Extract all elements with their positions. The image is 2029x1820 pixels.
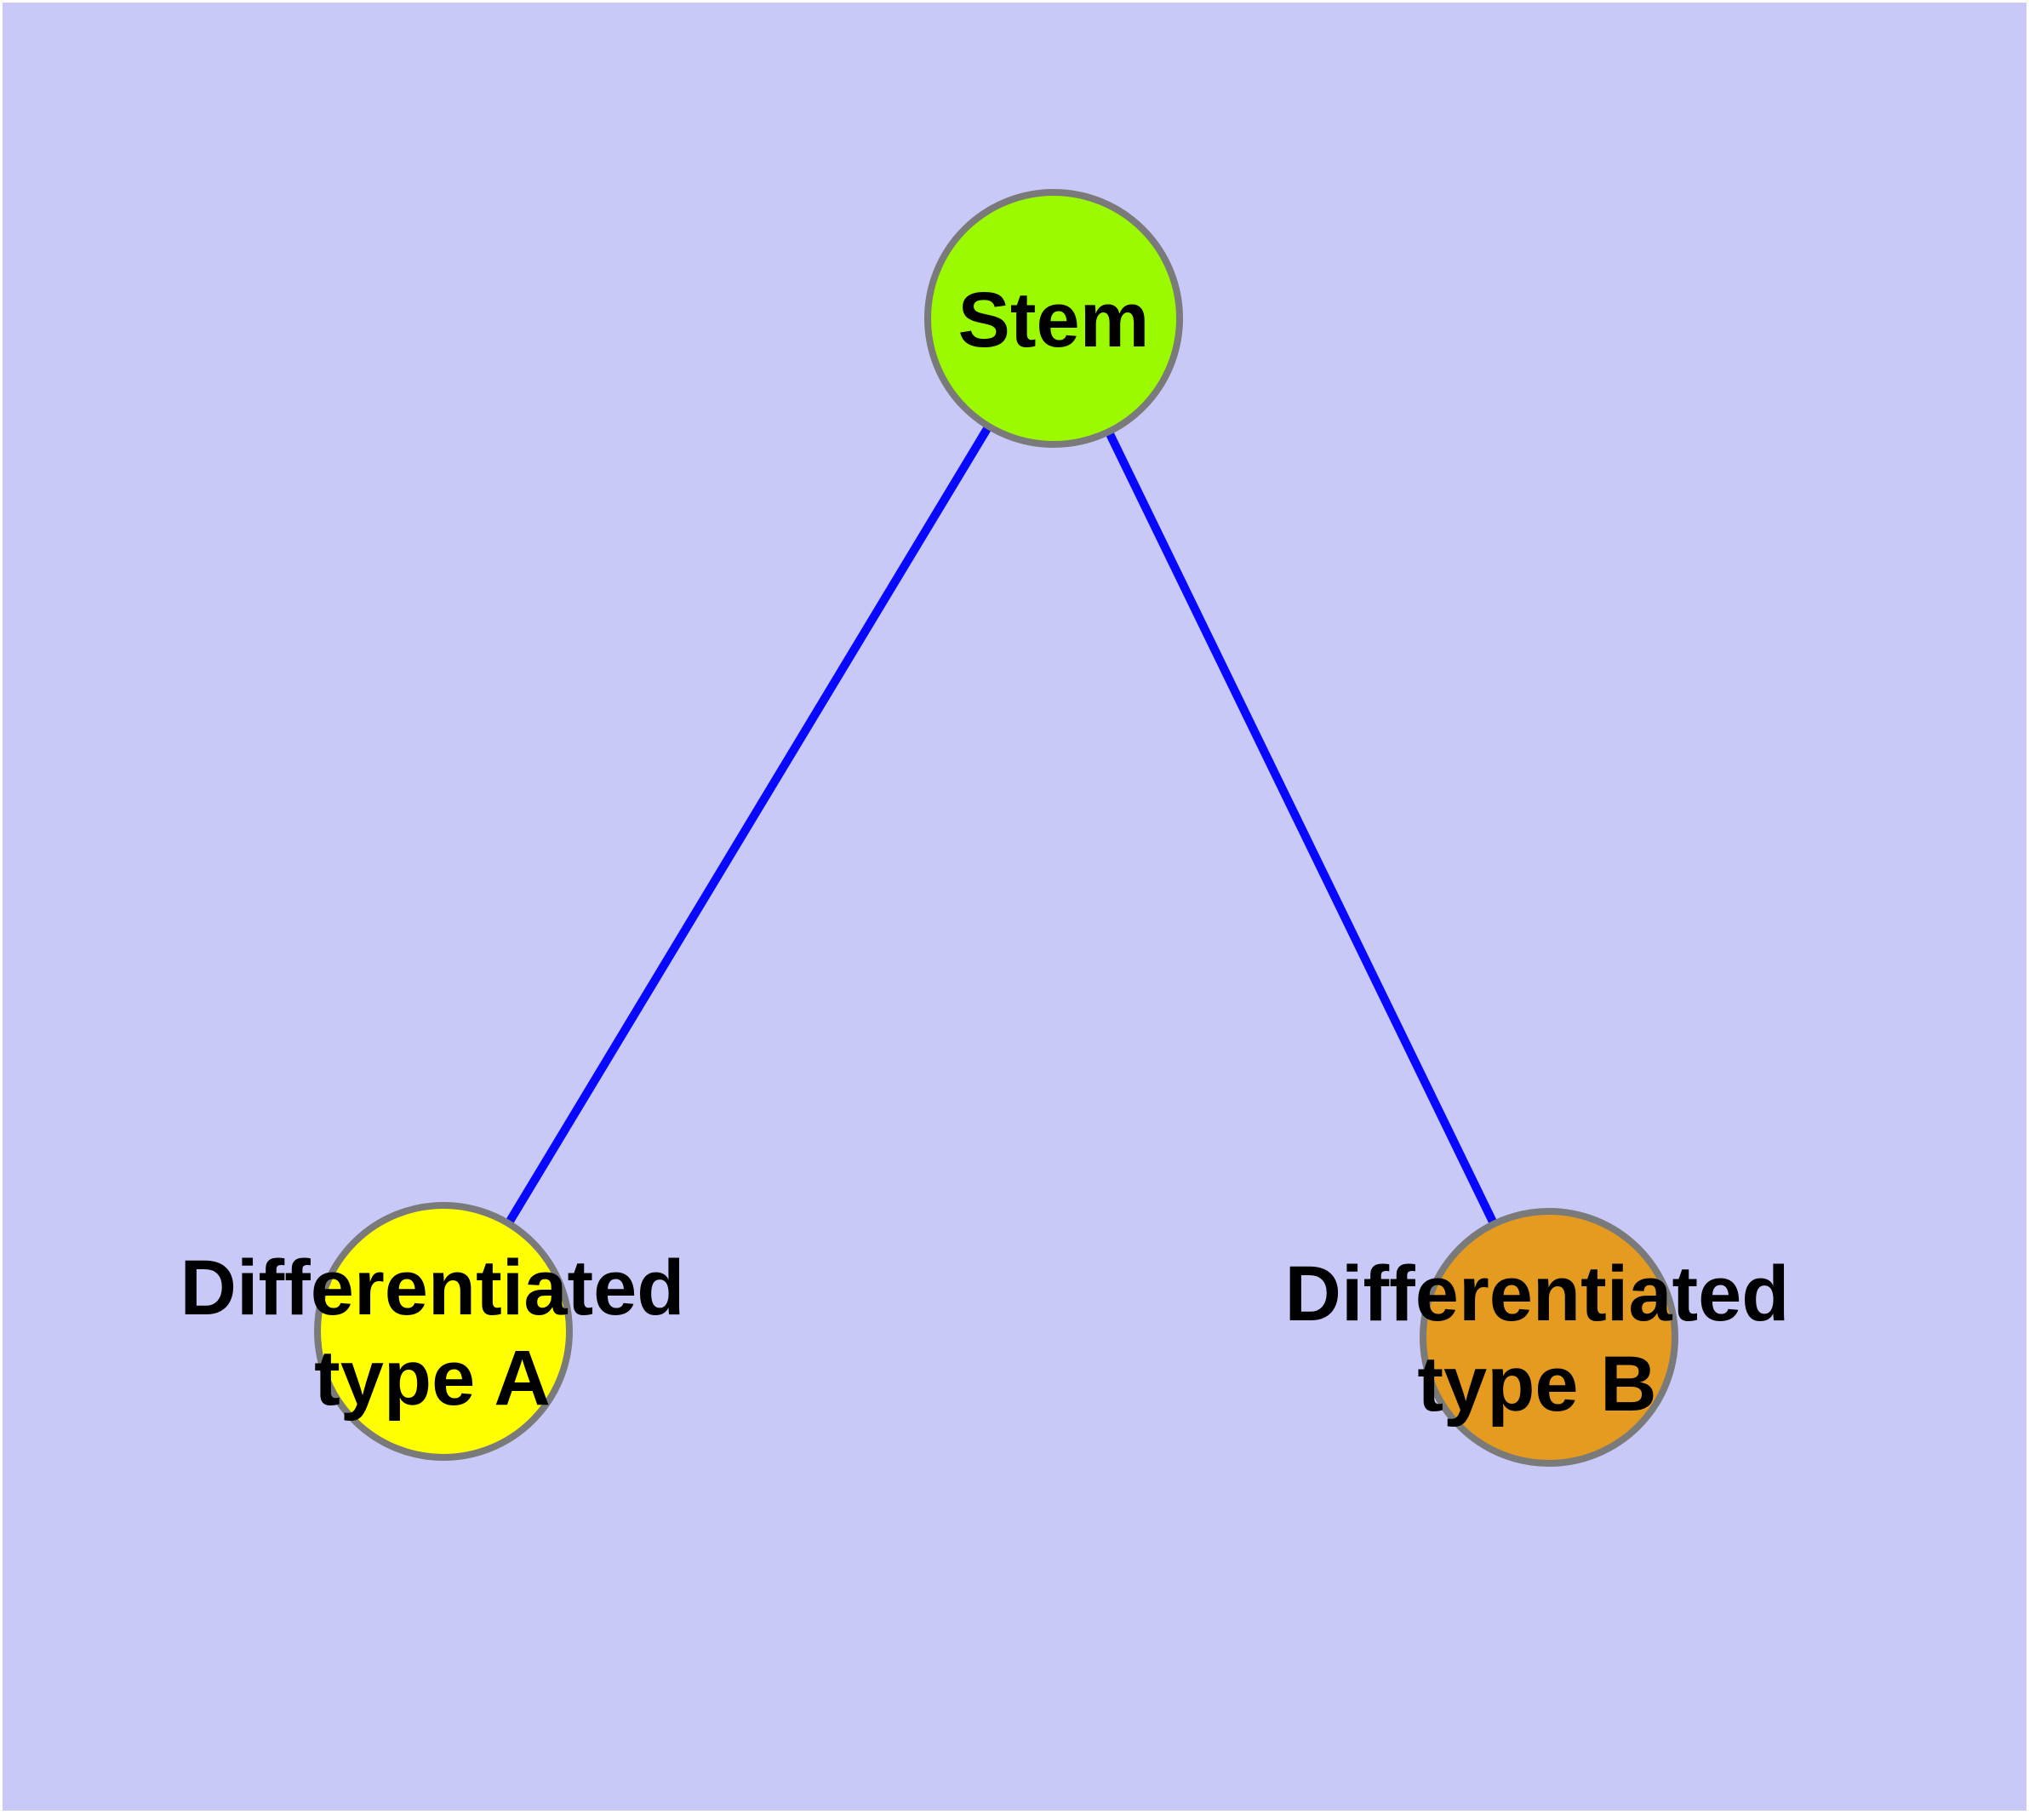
node-typeB-label-line1: Differentiated [1284,1251,1790,1337]
node-typeA-label: Differentiated type A [180,1243,685,1423]
node-typeB-label: Differentiated type B [1285,1249,1790,1429]
edge-stem-typeB [1049,316,1553,1340]
node-typeB-label-line2: type B [1417,1341,1657,1428]
node-typeA-circle[interactable] [314,1202,573,1461]
node-typeA-label-line1: Differentiated [180,1245,685,1331]
node-stem-label: Stem [958,275,1150,365]
node-typeB-circle[interactable] [1420,1208,1678,1467]
node-stem-label-text: Stem [957,277,1150,363]
edge-stem-typeA [439,316,1058,1334]
node-typeA-label-line2: type A [314,1335,551,1422]
node-stem-circle[interactable] [924,189,1183,448]
